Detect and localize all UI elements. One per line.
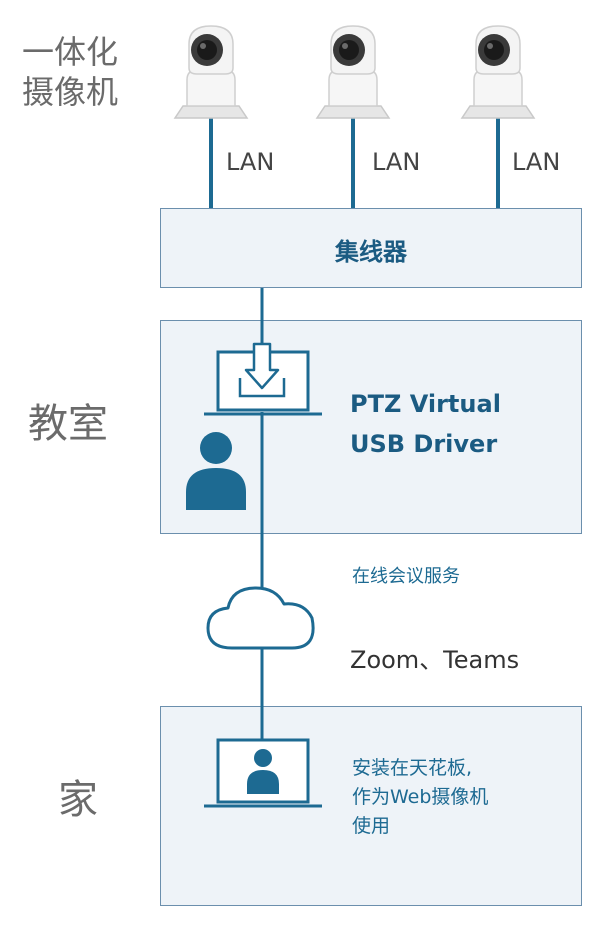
cloud-icon (206, 586, 315, 650)
driver-line2: USB Driver (350, 430, 498, 458)
home-label: 家 (58, 777, 98, 823)
camera-label-line1: 一体化 (22, 33, 119, 71)
platforms-label: Zoom、Teams (350, 646, 520, 674)
ptz-camera-icon (460, 25, 536, 119)
home-note-line3: 使用 (352, 815, 391, 837)
hub-label: 集线器 (335, 238, 407, 266)
home-note-line1: 安装在天花板, (352, 757, 473, 779)
person-icon (186, 432, 246, 510)
classroom-label: 教室 (28, 401, 108, 447)
camera-label-line2: 摄像机 (22, 73, 119, 111)
ptz-camera-icon (315, 25, 391, 119)
lan-label-1: LAN (226, 148, 275, 176)
download-laptop-icon (204, 342, 322, 416)
lan-label-2: LAN (372, 148, 421, 176)
driver-line1: PTZ Virtual (350, 390, 501, 418)
ptz-camera-icon (173, 25, 249, 119)
hub-box (160, 208, 582, 288)
lan-label-3: LAN (512, 148, 561, 176)
video-call-laptop-icon (204, 738, 322, 808)
online-service-label: 在线会议服务 (352, 566, 460, 587)
home-note-line2: 作为Web摄像机 (352, 786, 489, 808)
